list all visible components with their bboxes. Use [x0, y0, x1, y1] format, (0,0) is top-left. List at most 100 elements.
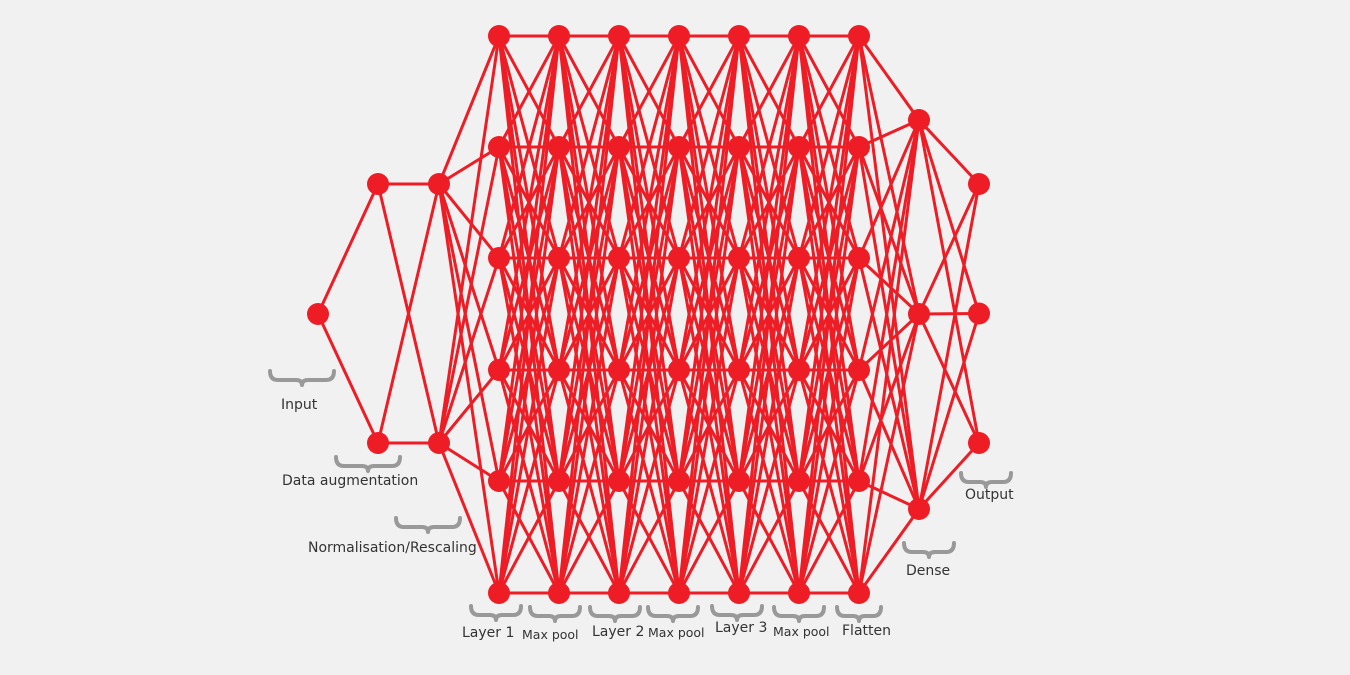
neuron-maxpool2-3: [668, 359, 690, 381]
connection-normalisation-0-to-layer1-1: [438, 145, 500, 186]
connection-maxpool3-5-to-flatten-3: [797, 369, 861, 594]
connection-dense-1-to-output-0: [917, 183, 981, 315]
connection-flatten-1-to-dense-1: [857, 146, 921, 315]
label-layer-1: Layer 1: [462, 625, 515, 641]
neuron-layer1-2: [488, 247, 510, 269]
connection-maxpool2-5-to-layer3-4: [677, 480, 741, 594]
connection-flatten-0-to-dense-0: [857, 35, 921, 121]
connection-normalisation-0-to-layer1-0: [437, 35, 501, 185]
connection-layer3-4-to-maxpool3-0: [737, 35, 801, 482]
brace-input: [268, 369, 336, 387]
brace-augmentation: [334, 455, 402, 473]
neuron-layer2-3: [608, 359, 630, 381]
connection-flatten-4-to-dense-0: [857, 119, 921, 482]
connection-dense-1-to-output-2: [917, 313, 981, 444]
neuron-maxpool2-5: [668, 582, 690, 604]
connection-normalisation-1-to-layer1-3: [437, 369, 501, 444]
neuron-layer1-5: [488, 582, 510, 604]
neuron-augmentation-1: [367, 432, 389, 454]
connection-flatten-2-to-dense-2: [857, 257, 921, 510]
connection-normalisation-1-to-layer1-5: [437, 442, 501, 594]
neuron-layer2-4: [608, 470, 630, 492]
connection-dense-2-to-output-0: [917, 183, 981, 510]
connection-layer3-5-to-maxpool3-2: [737, 257, 801, 594]
connection-flatten-3-to-dense-1: [857, 312, 921, 372]
connection-dense-0-to-output-1: [917, 119, 981, 314]
connection-layer1-4-to-maxpool1-0: [497, 35, 561, 482]
neuron-maxpool1-1: [548, 136, 570, 158]
neuron-dense-2: [908, 498, 930, 520]
neuron-layer3-1: [728, 136, 750, 158]
connection-layer1-3-to-maxpool1-0: [497, 35, 561, 371]
connection-maxpool1-4-to-layer2-0: [557, 35, 621, 482]
connection-maxpool2-4-to-layer3-0: [677, 35, 741, 482]
connection-maxpool1-5-to-layer2-3: [557, 369, 621, 594]
label-max-pool-2: Max pool: [648, 625, 705, 640]
neuron-maxpool3-1: [788, 136, 810, 158]
connection-maxpool1-3-to-layer2-0: [557, 35, 621, 371]
label-layer-3: Layer 3: [715, 620, 768, 636]
connection-input-0-to-augmentation-0: [316, 183, 380, 315]
label-flatten: Flatten: [842, 623, 891, 639]
connection-flatten-5-to-dense-2: [857, 508, 921, 594]
connection-maxpool1-5-to-layer2-1: [557, 146, 621, 594]
connection-flatten-2-to-dense-0: [857, 119, 921, 259]
braces: [268, 369, 1013, 623]
neuron-flatten-4: [848, 470, 870, 492]
connection-layer3-1-to-maxpool3-0: [737, 35, 801, 148]
label-layer-2: Layer 2: [592, 624, 645, 640]
connection-flatten-1-to-dense-2: [857, 146, 921, 510]
neuron-input-0: [307, 303, 329, 325]
connection-layer2-5-to-maxpool2-2: [617, 257, 681, 594]
connection-maxpool1-5-to-layer2-0: [557, 35, 621, 594]
connection-augmentation-1-to-normalisation-0: [376, 183, 441, 444]
neuron-maxpool2-0: [668, 25, 690, 47]
label-input: Input: [281, 397, 318, 413]
neuron-layer1-0: [488, 25, 510, 47]
neuron-augmentation-0: [367, 173, 389, 195]
label-max-pool-3: Max pool: [773, 624, 830, 639]
neuron-layer2-2: [608, 247, 630, 269]
connection-normalisation-1-to-layer1-1: [437, 146, 501, 444]
label-data-augmentation: Data augmentation: [282, 473, 419, 489]
neuron-dense-1: [908, 303, 930, 325]
connection-flatten-0-to-dense-2: [857, 35, 921, 510]
connection-maxpool3-1-to-flatten-0: [797, 35, 861, 148]
neuron-maxpool2-1: [668, 136, 690, 158]
neuron-output-2: [968, 432, 990, 454]
connection-maxpool2-5-to-layer3-2: [677, 257, 741, 594]
connection-normalisation-1-to-layer1-0: [437, 35, 501, 444]
connection-layer3-3-to-maxpool3-0: [737, 35, 801, 371]
neuron-normalisation-1: [428, 432, 450, 454]
connection-normalisation-0-to-layer1-5: [437, 183, 501, 594]
brace-maxpool2: [646, 605, 700, 623]
neuron-maxpool1-0: [548, 25, 570, 47]
connection-layer2-5-to-maxpool2-4: [617, 480, 681, 594]
neuron-maxpool1-2: [548, 247, 570, 269]
neuron-layer1-3: [488, 359, 510, 381]
neuron-layer1-4: [488, 470, 510, 492]
neuron-maxpool1-4: [548, 470, 570, 492]
neuron-flatten-5: [848, 582, 870, 604]
connection-maxpool1-5-to-layer2-2: [557, 257, 621, 594]
connection-maxpool2-5-to-layer3-1: [677, 146, 741, 594]
connection-maxpool3-2-to-flatten-0: [797, 35, 861, 259]
label-max-pool-1: Max pool: [522, 627, 579, 642]
connection-maxpool1-5-to-layer2-4: [557, 480, 621, 594]
connection-maxpool2-5-to-layer3-3: [677, 369, 741, 594]
connection-layer2-4-to-maxpool2-0: [617, 35, 681, 482]
neuron-maxpool3-2: [788, 247, 810, 269]
neuron-layer3-2: [728, 247, 750, 269]
connection-layer1-5-to-maxpool1-0: [497, 35, 561, 594]
connection-normalisation-0-to-layer1-3: [437, 183, 501, 371]
neuron-output-1: [968, 302, 990, 325]
neuron-maxpool3-3: [788, 359, 810, 381]
neuron-output-0: [968, 173, 990, 195]
brace-flatten: [835, 605, 883, 623]
neuron-maxpool1-3: [548, 359, 570, 381]
connection-layer1-5-to-maxpool1-4: [497, 480, 561, 594]
connection-dense-0-to-output-2: [917, 119, 981, 444]
connection-maxpool3-4-to-flatten-0: [797, 35, 861, 482]
connection-layer2-1-to-maxpool2-0: [617, 35, 681, 148]
connection-layer2-3-to-maxpool2-0: [617, 35, 681, 371]
